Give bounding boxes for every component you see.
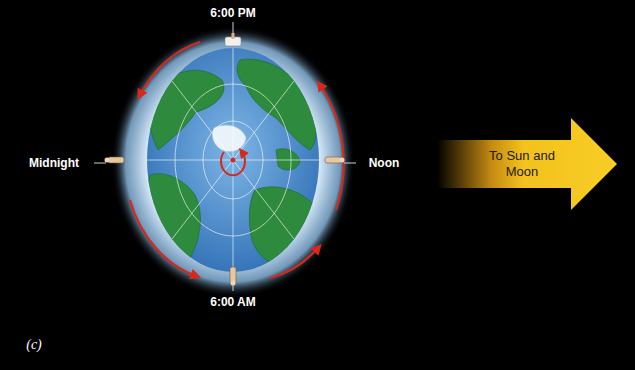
time-label: 6:00 PM	[210, 6, 255, 20]
continents	[147, 59, 316, 266]
rotation-arrows	[130, 42, 344, 278]
rotation-arrow	[221, 152, 245, 175]
arrow-label: To Sun and Moon	[481, 148, 563, 179]
tick-lines	[94, 22, 356, 291]
grid-lines	[147, 48, 319, 272]
north-pole-dot	[231, 158, 236, 163]
atmosphere-glow	[111, 26, 355, 298]
time-label: Midnight	[29, 156, 79, 170]
observer-figures	[105, 33, 345, 286]
globe	[147, 48, 319, 272]
time-label: 6:00 AM	[210, 295, 256, 309]
sun-direction-arrow: To Sun and Moon	[437, 118, 617, 210]
panel-letter: (c)	[26, 337, 42, 353]
time-label: Noon	[369, 156, 400, 170]
